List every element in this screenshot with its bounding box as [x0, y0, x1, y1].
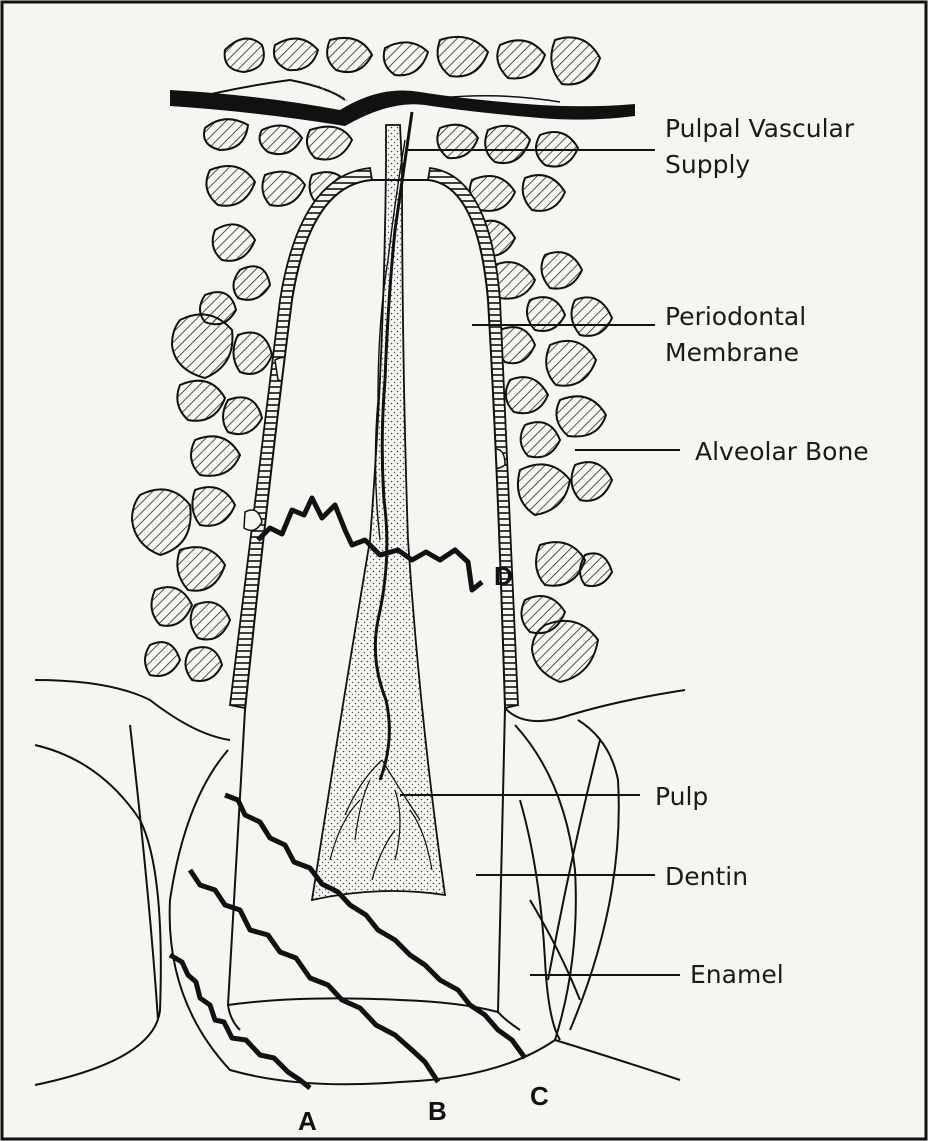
label-enamel: Enamel — [690, 960, 784, 989]
label-dentin: Dentin — [665, 862, 748, 891]
fracture-letter-a: A — [298, 1106, 317, 1136]
fracture-letter-b: B — [428, 1096, 447, 1126]
fracture-letter-d: D — [494, 561, 513, 591]
fracture-letter-c: C — [530, 1081, 549, 1111]
label-alveolar-bone: Alveolar Bone — [695, 437, 869, 466]
label-pulp: Pulp — [655, 782, 708, 811]
